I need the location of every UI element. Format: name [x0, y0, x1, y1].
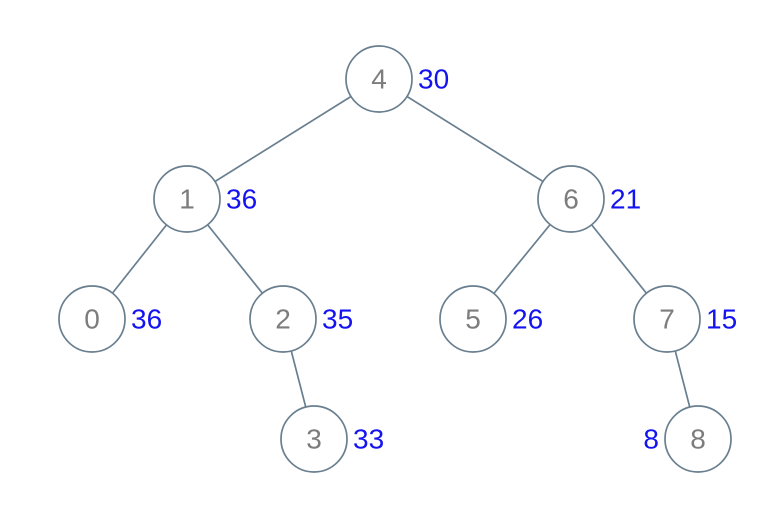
- node-key-label: 30: [418, 64, 449, 95]
- node-id-label: 8: [690, 424, 706, 455]
- node-circle: [439, 285, 507, 353]
- tree-node-7: 7 15: [633, 285, 737, 353]
- tree-node-8: 88: [643, 405, 732, 473]
- tree-node-0: 0 36: [58, 285, 162, 353]
- node-circle: [280, 405, 348, 473]
- node-circle: [537, 165, 605, 233]
- tree-node-5: 5 26: [439, 285, 543, 353]
- tree-edge-4-6: [378, 78, 572, 200]
- node-id-label: 6: [563, 184, 579, 215]
- node-key-label: 36: [226, 184, 257, 215]
- node-id-label: 0: [84, 304, 100, 335]
- node-key-label: 33: [353, 424, 384, 455]
- tree-node-2: 2 35: [249, 285, 353, 353]
- node-id-label: 2: [275, 304, 291, 335]
- node-key-label: 36: [131, 304, 162, 335]
- node-id-label: 5: [465, 304, 481, 335]
- node-id-label: 3: [306, 424, 322, 455]
- node-circle: [153, 165, 221, 233]
- node-circle: [664, 405, 732, 473]
- node-key-label: 35: [322, 304, 353, 335]
- node-id-label: 1: [179, 184, 195, 215]
- node-key-label: 8: [643, 424, 659, 455]
- node-id-label: 4: [371, 64, 387, 95]
- tree-edge-4-1: [186, 78, 380, 200]
- node-key-label: 26: [512, 304, 543, 335]
- node-key-label: 15: [706, 304, 737, 335]
- tree-node-4: 4 30: [345, 45, 449, 113]
- node-circle: [345, 45, 413, 113]
- node-circle: [58, 285, 126, 353]
- node-circle: [249, 285, 317, 353]
- node-key-label: 21: [610, 184, 641, 215]
- node-circle: [633, 285, 701, 353]
- tree-node-6: 6 21: [537, 165, 641, 233]
- node-id-label: 7: [659, 304, 675, 335]
- tree-node-1: 1 36: [153, 165, 257, 233]
